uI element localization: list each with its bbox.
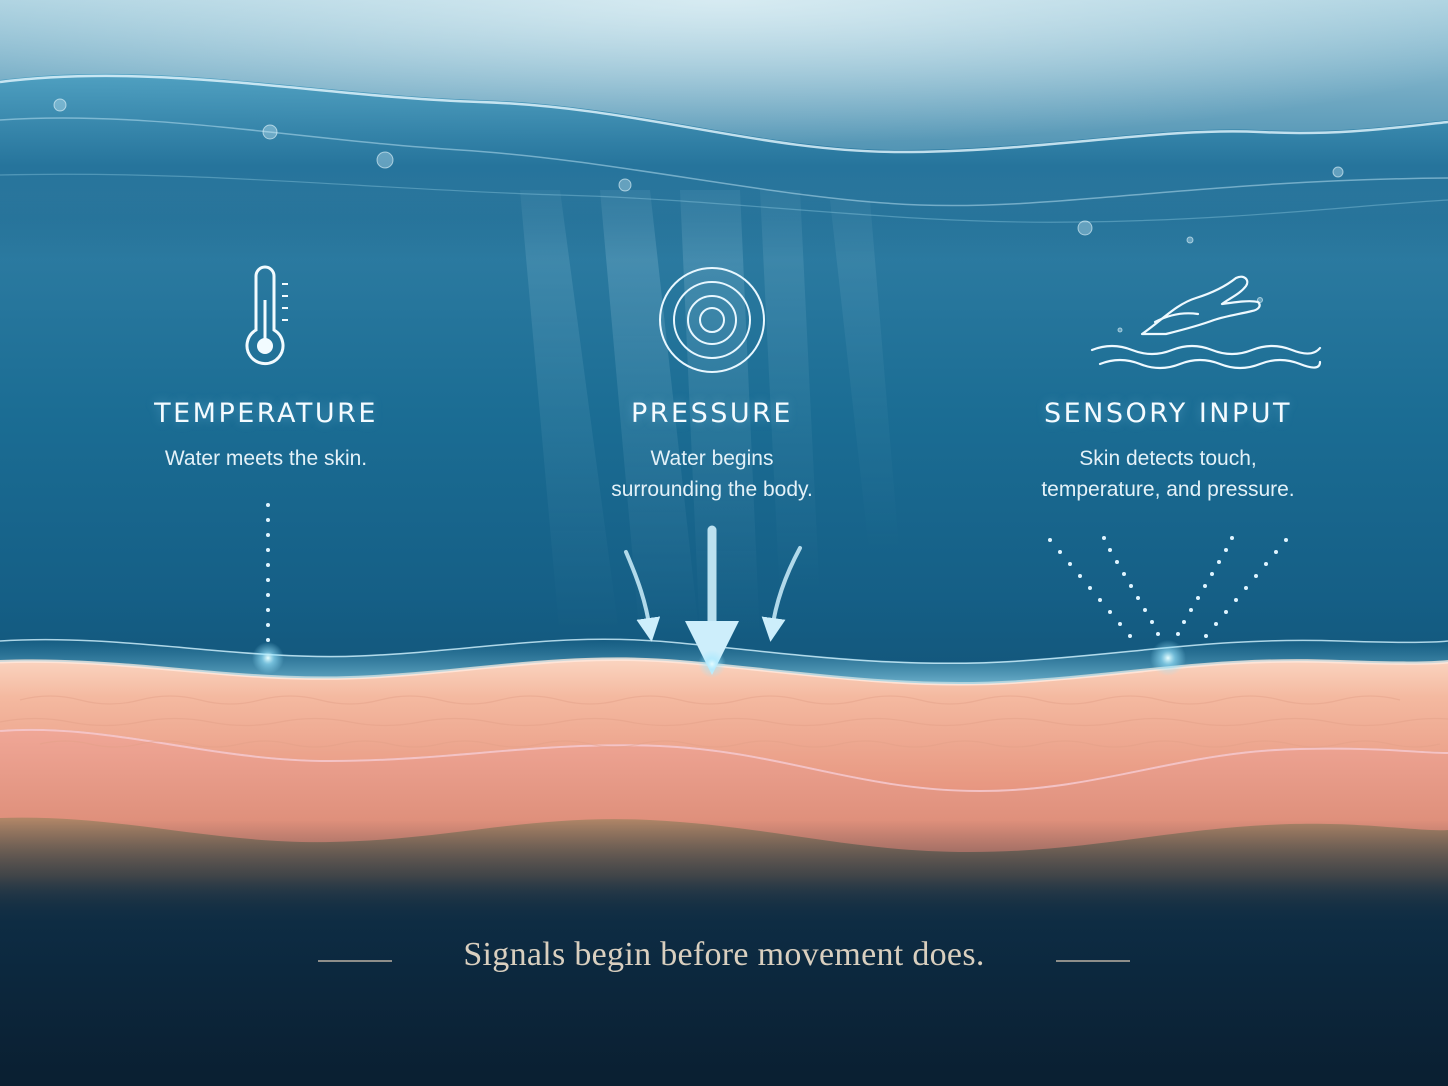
tagline-container: Signals begin before movement does. [0, 936, 1448, 974]
temperature-contact-glow [252, 642, 284, 674]
tagline: Signals begin before movement does. [463, 936, 985, 973]
pressure-column: PRESSURE Water begins surrounding the bo… [540, 398, 884, 505]
temperature-heading: TEMPERATURE [154, 398, 378, 429]
sensory-input-column: SENSORY INPUT Skin detects touch, temper… [990, 398, 1346, 505]
hand-over-waves-icon [1090, 275, 1322, 370]
temperature-description: Water meets the skin. [114, 443, 418, 474]
bottom-dark-fade [0, 820, 1448, 1086]
temperature-dotted-line [266, 503, 270, 642]
water-surface [0, 73, 1448, 260]
sensory-input-description-line-1: Skin detects touch, [1079, 447, 1257, 470]
water-surface-ripple-lower [0, 173, 1448, 223]
sensory-dotted-rays [1048, 536, 1288, 638]
concentric-circles-icon [659, 267, 765, 373]
sensory-contact-glow [1150, 640, 1186, 676]
water-surface-highlight [0, 74, 1448, 154]
pressure-contact-glow [698, 650, 726, 678]
sensory-input-description-line-2: temperature, and pressure. [1041, 478, 1295, 501]
pressure-heading: PRESSURE [631, 398, 793, 429]
pressure-description-line-1: Water begins [650, 447, 774, 470]
thermometer-icon [245, 265, 288, 366]
pressure-arrows [624, 525, 802, 675]
pressure-arrow-right [761, 546, 802, 642]
pressure-description: Water begins surrounding the body. [540, 443, 884, 505]
sensory-input-heading: SENSORY INPUT [1043, 398, 1293, 429]
sensory-input-description: Skin detects touch, temperature, and pre… [990, 443, 1346, 505]
skin-cell-texture [0, 695, 1448, 748]
pressure-arrow-left [624, 550, 661, 642]
temperature-description-line: Water meets the skin. [164, 447, 368, 470]
pressure-description-line-2: surrounding the body. [611, 478, 813, 501]
temperature-column: TEMPERATURE Water meets the skin. [114, 398, 418, 474]
skin-epidermis-layer [0, 657, 1448, 790]
water-surface-ripple [0, 117, 1448, 207]
light-rays [520, 190, 900, 640]
